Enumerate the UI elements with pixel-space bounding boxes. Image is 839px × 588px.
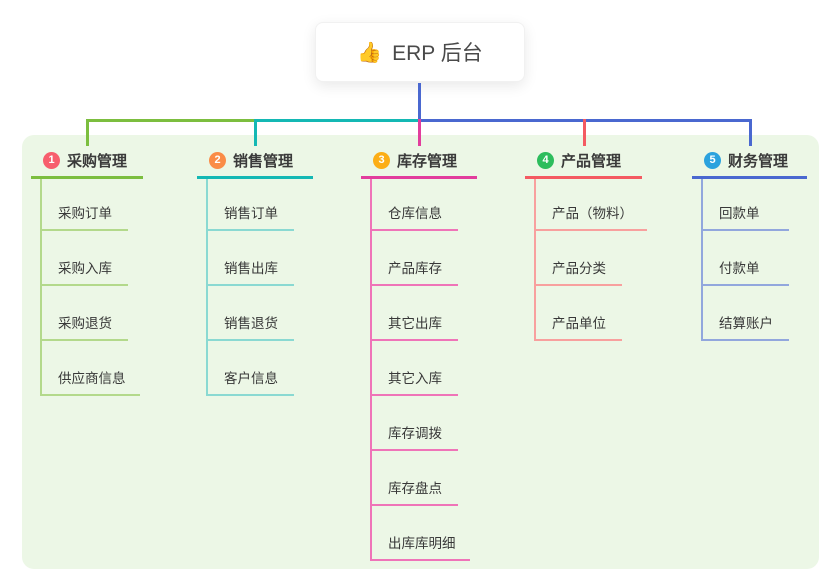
branch-child-node[interactable]: 供应商信息	[40, 369, 140, 396]
branch-header[interactable]: 5 财务管理	[692, 145, 807, 179]
connector-segment	[255, 119, 418, 122]
branch-drop-line	[583, 119, 586, 146]
branch-spine-line	[701, 179, 703, 341]
branch-child-node[interactable]: 采购订单	[40, 204, 128, 231]
branch-child-node[interactable]: 库存盘点	[370, 479, 458, 506]
branch-child-node[interactable]: 库存调拨	[370, 424, 458, 451]
branch-child-node[interactable]: 仓库信息	[370, 204, 458, 231]
branch-drop-line	[418, 119, 421, 146]
branch-drop-line	[86, 119, 89, 146]
branch-child-node[interactable]: 其它入库	[370, 369, 458, 396]
branch-child-node[interactable]: 结算账户	[701, 314, 789, 341]
branch-child-node[interactable]: 其它出库	[370, 314, 458, 341]
branch-spine-line	[40, 179, 42, 396]
branch-child-node[interactable]: 采购入库	[40, 259, 128, 286]
branch-child-node[interactable]: 销售退货	[206, 314, 294, 341]
branch-child-node[interactable]: 客户信息	[206, 369, 294, 396]
branch-child-node[interactable]: 产品分类	[534, 259, 622, 286]
connector-segment	[87, 119, 255, 122]
root-label: ERP 后台	[392, 42, 483, 65]
branch-spine-line	[370, 179, 372, 561]
branch-child-node[interactable]: 出库库明细	[370, 534, 470, 561]
branch-header[interactable]: 3 库存管理	[361, 145, 477, 179]
branch-child-node[interactable]: 销售订单	[206, 204, 294, 231]
branch-child-node[interactable]: 产品（物料）	[534, 204, 647, 231]
branch-number-badge: 2	[209, 152, 226, 169]
branches-panel	[22, 135, 819, 569]
branch-number-badge: 1	[43, 152, 60, 169]
branch-header[interactable]: 1 采购管理	[31, 145, 143, 179]
branch-spine-line	[534, 179, 536, 341]
branch-child-node[interactable]: 回款单	[701, 204, 789, 231]
branch-label: 财务管理	[728, 153, 789, 170]
branch-child-node[interactable]: 销售出库	[206, 259, 294, 286]
branch-label: 库存管理	[397, 153, 458, 170]
branch-child-node[interactable]: 产品库存	[370, 259, 458, 286]
branch-header[interactable]: 2 销售管理	[197, 145, 313, 179]
root-connector-line	[417, 83, 421, 120]
root-node[interactable]: 👍 ERP 后台	[315, 22, 525, 82]
branch-header[interactable]: 4 产品管理	[525, 145, 642, 179]
branch-number-badge: 4	[537, 152, 554, 169]
branch-child-node[interactable]: 付款单	[701, 259, 789, 286]
branch-label: 采购管理	[67, 153, 128, 170]
branch-child-node[interactable]: 采购退货	[40, 314, 128, 341]
branch-drop-line	[749, 119, 752, 146]
branch-drop-line	[254, 119, 257, 146]
branch-label: 销售管理	[233, 153, 294, 170]
thumbs-up-icon: 👍	[357, 41, 383, 64]
branch-number-badge: 3	[373, 152, 390, 169]
branch-number-badge: 5	[704, 152, 721, 169]
branch-spine-line	[206, 179, 208, 396]
branch-label: 产品管理	[561, 153, 622, 170]
branch-child-node[interactable]: 产品单位	[534, 314, 622, 341]
